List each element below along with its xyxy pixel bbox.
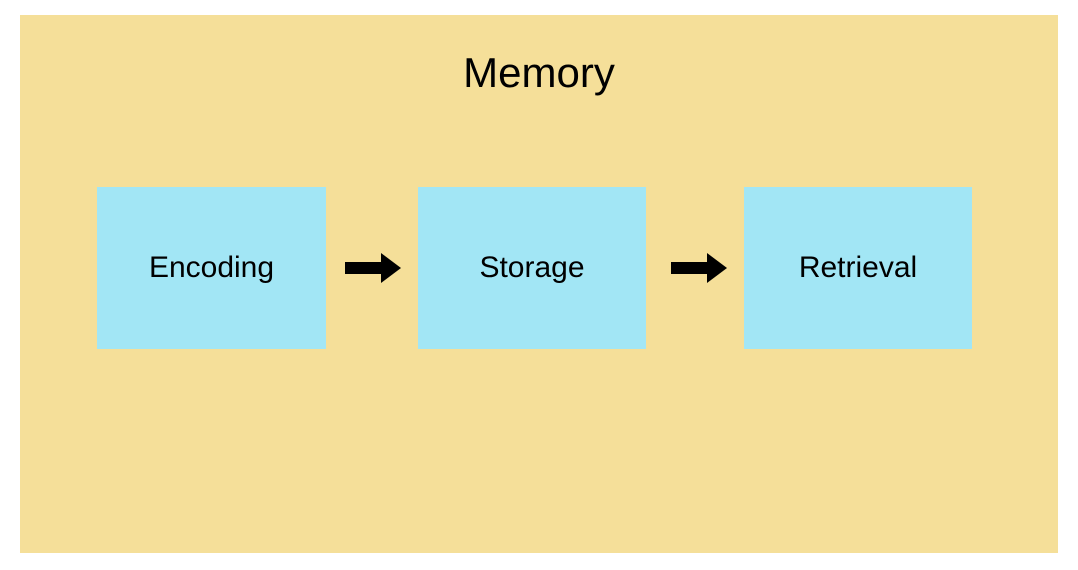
diagram-title: Memory <box>463 49 615 96</box>
diagram-canvas: Memory Encoding Storage Retrieval <box>20 15 1058 553</box>
node-encoding: Encoding <box>97 187 326 349</box>
right-arrow-icon <box>671 253 727 283</box>
node-retrieval-label: Retrieval <box>798 251 918 284</box>
node-storage-label: Storage <box>479 251 585 284</box>
node-retrieval: Retrieval <box>744 187 972 349</box>
node-encoding-label: Encoding <box>148 251 275 284</box>
right-arrow-icon <box>345 253 401 283</box>
node-storage: Storage <box>418 187 646 349</box>
